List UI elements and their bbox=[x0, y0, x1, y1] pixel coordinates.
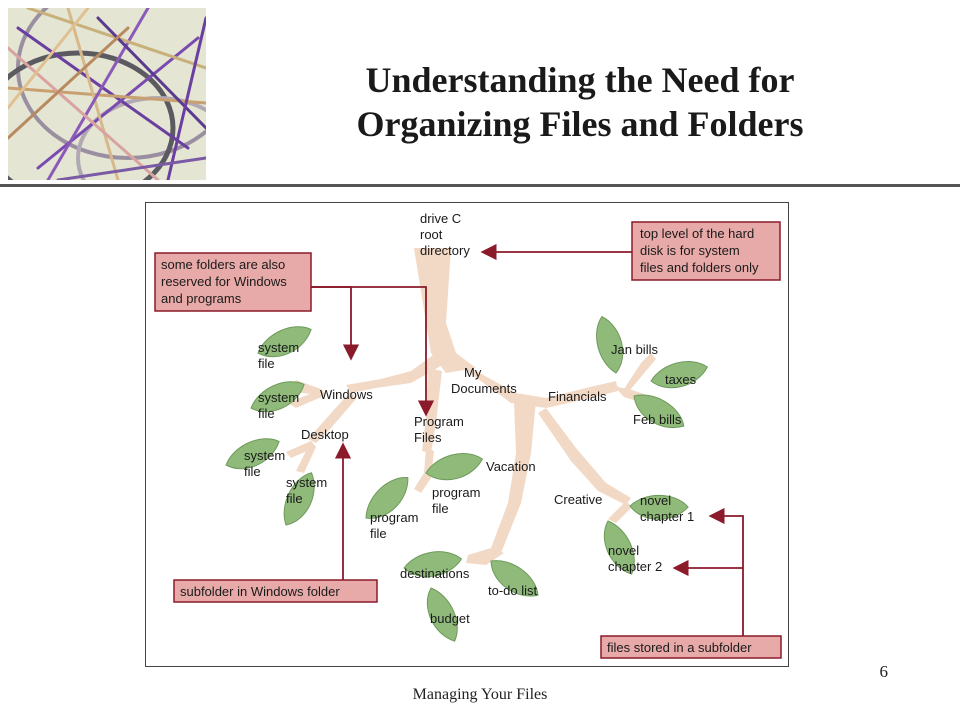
footer-text: Managing Your Files bbox=[412, 686, 548, 703]
callout-files-stored: files stored in a subfolder bbox=[600, 635, 782, 659]
root-directory-label: drive C root directory bbox=[420, 211, 470, 258]
folder-tree-diagram: top level of the hard disk is for system… bbox=[145, 202, 789, 667]
root-line-3: directory bbox=[420, 243, 470, 258]
leaf-label-program-file-2a: program bbox=[370, 510, 418, 525]
leaf-label-system-file-2b: file bbox=[258, 406, 275, 421]
leaf-label-novel-chapter-2a: novel bbox=[608, 543, 639, 558]
root-line-2: root bbox=[420, 227, 443, 242]
callout-arrows bbox=[311, 243, 744, 636]
folder-my-documents-line-2: Documents bbox=[451, 381, 517, 396]
slide-title: Understanding the Need for Organizing Fi… bbox=[250, 58, 910, 146]
title-divider bbox=[0, 184, 960, 187]
slide-title-line-2: Organizing Files and Folders bbox=[356, 104, 804, 144]
folder-vacation: Vacation bbox=[486, 459, 536, 474]
callout-reserved-line-2: reserved for Windows bbox=[161, 274, 287, 289]
callout-files-stored-text: files stored in a subfolder bbox=[607, 640, 752, 655]
leaf-label-budget: budget bbox=[430, 611, 470, 626]
folder-windows: Windows bbox=[320, 387, 373, 402]
leaf-label-taxes: taxes bbox=[665, 372, 697, 387]
leaf-label-novel-chapter-1a: novel bbox=[640, 493, 671, 508]
callout-reserved: some folders are also reserved for Windo… bbox=[154, 252, 312, 312]
folder-my-documents-line-1: My bbox=[464, 365, 482, 380]
leaf-label-destinations: destinations bbox=[400, 566, 470, 581]
callout-top-level-line-1: top level of the hard bbox=[640, 226, 754, 241]
page-number: 6 bbox=[879, 662, 889, 681]
tree-branches bbox=[286, 248, 656, 565]
leaf-label-system-file-3a: system bbox=[244, 448, 285, 463]
leaf-label-program-file-2b: file bbox=[370, 526, 387, 541]
callout-subfolder-text: subfolder in Windows folder bbox=[180, 584, 340, 599]
callout-top-level: top level of the hard disk is for system… bbox=[631, 221, 781, 281]
leaf-label-system-file-1a: system bbox=[258, 340, 299, 355]
leaf-label-feb-bills: Feb bills bbox=[633, 412, 682, 427]
leaf-label-novel-chapter-2b: chapter 2 bbox=[608, 559, 662, 574]
folder-program-files-line-1: Program bbox=[414, 414, 464, 429]
leaf-label-system-file-3b: file bbox=[244, 464, 261, 479]
folder-desktop: Desktop bbox=[301, 427, 349, 442]
leaf-label-system-file-2a: system bbox=[258, 390, 299, 405]
folder-program-files-line-2: Files bbox=[414, 430, 442, 445]
leaf-label-system-file-1b: file bbox=[258, 356, 275, 371]
callout-subfolder: subfolder in Windows folder bbox=[173, 579, 378, 603]
folder-financials: Financials bbox=[548, 389, 607, 404]
leaf-label-novel-chapter-1b: chapter 1 bbox=[640, 509, 694, 524]
slide-title-line-1: Understanding the Need for bbox=[365, 60, 795, 100]
folder-creative: Creative bbox=[554, 492, 602, 507]
leaf-label-system-file-4b: file bbox=[286, 491, 303, 506]
leaf-label-jan-bills: Jan bills bbox=[611, 342, 658, 357]
callout-reserved-line-3: and programs bbox=[161, 291, 242, 306]
root-line-1: drive C bbox=[420, 211, 461, 226]
callout-reserved-line-1: some folders are also bbox=[161, 257, 285, 272]
leaf-label-to-do-list: to-do list bbox=[488, 583, 538, 598]
decorative-photo bbox=[0, 0, 240, 220]
leaf-label-program-file-1b: file bbox=[432, 501, 449, 516]
callout-top-level-line-3: files and folders only bbox=[640, 260, 759, 275]
callout-top-level-line-2: disk is for system bbox=[640, 243, 740, 258]
leaf-label-system-file-4a: system bbox=[286, 475, 327, 490]
leaf-label-program-file-1a: program bbox=[432, 485, 480, 500]
